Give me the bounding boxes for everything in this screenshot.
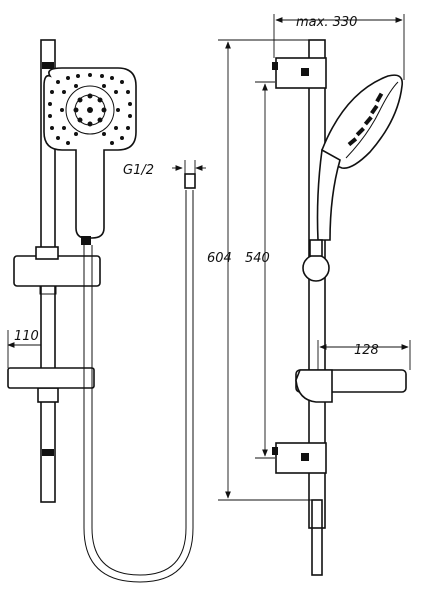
front-rail-top-marker bbox=[42, 62, 54, 69]
front-holder-clamp bbox=[39, 285, 57, 295]
vertical-dimensions: 604 540 bbox=[207, 39, 318, 501]
hose-nut bbox=[184, 173, 196, 189]
hand-shower-head bbox=[43, 67, 137, 245]
front-holder-cap bbox=[35, 246, 59, 260]
side-bottom-bracket-screw bbox=[272, 447, 278, 455]
side-rail-lower bbox=[311, 499, 323, 576]
front-rail-bottom-marker bbox=[42, 449, 54, 456]
dim-bar-length: 604 bbox=[207, 251, 232, 266]
dim-slide-range: 540 bbox=[245, 251, 270, 266]
side-top-bracket-screw bbox=[272, 62, 278, 70]
front-lower-bracket bbox=[37, 387, 59, 403]
shower-hose: G1/2 bbox=[83, 160, 206, 583]
front-slider-holder bbox=[13, 255, 101, 287]
spray-face bbox=[48, 73, 132, 145]
side-view: max. 330 128 bbox=[272, 14, 411, 576]
front-view: 110 bbox=[7, 39, 137, 503]
handle-connector bbox=[81, 236, 91, 245]
side-holder-body bbox=[309, 239, 323, 257]
side-bottom-bracket-mark bbox=[301, 453, 309, 461]
dim-bracket-depth: 110 bbox=[14, 329, 39, 344]
side-top-bracket-mark bbox=[301, 68, 309, 76]
side-slider-knob bbox=[302, 254, 330, 282]
dim-max-width: max. 330 bbox=[296, 15, 357, 30]
dim-connection: G1/2 bbox=[123, 163, 154, 178]
front-soap-shelf bbox=[7, 367, 95, 389]
dim-shelf-depth: 128 bbox=[354, 343, 379, 358]
side-slide-rail bbox=[308, 39, 326, 529]
side-hand-shower bbox=[316, 74, 404, 241]
side-bottom-bracket bbox=[275, 442, 327, 474]
